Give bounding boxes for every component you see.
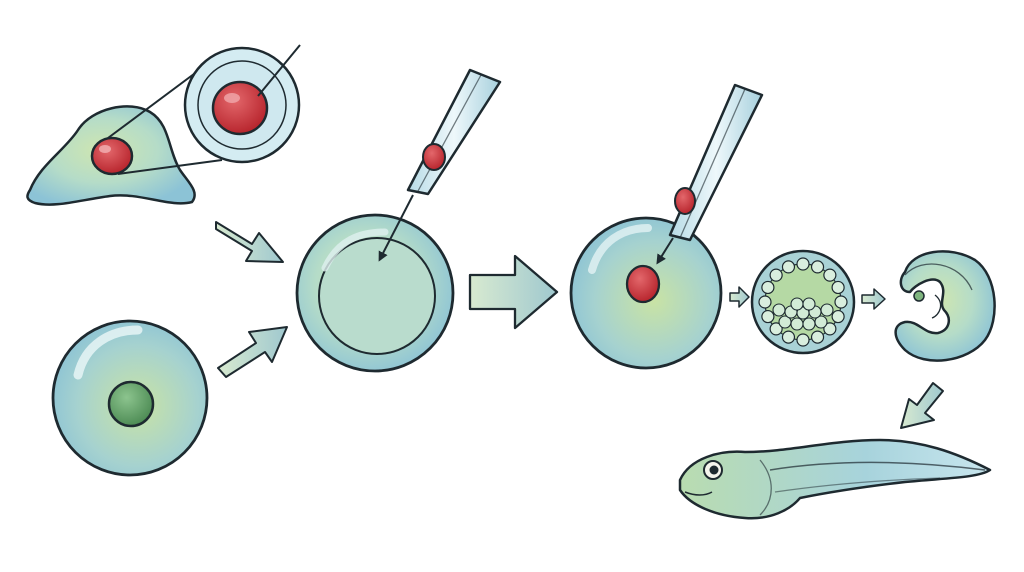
blastula-cells: [758, 257, 848, 347]
blastula-cell: [769, 322, 783, 336]
blastula-cell: [796, 333, 810, 347]
reconstructed-egg: [569, 216, 723, 370]
blastula-cell: [834, 295, 848, 309]
arrow-donor-to-egg: [215, 221, 284, 263]
pointer-line: [257, 44, 301, 97]
egg-nucleus: [107, 380, 155, 428]
tadpole: [678, 438, 992, 520]
egg-cell: [51, 319, 209, 477]
blastula-cell: [781, 260, 796, 274]
blastula-cell: [761, 309, 775, 324]
blastula-cell: [796, 257, 810, 271]
blastula-cell: [790, 317, 804, 331]
magnified-donor-nucleus: [211, 80, 269, 136]
enucleated-egg: [295, 213, 455, 373]
magnified-nucleus-view: [183, 44, 301, 164]
arrow-to-reconstructed-egg: [468, 254, 559, 330]
blastula-cell: [810, 260, 825, 274]
pipette-nucleus: [422, 143, 446, 171]
blastula-cell: [802, 297, 816, 311]
arrow-to-blastula: [729, 286, 750, 308]
arrow-egg-to-enucleated: [217, 326, 288, 378]
blastula-cell: [790, 297, 804, 311]
somatic-donor-cell: [26, 105, 196, 206]
embryo: [894, 250, 996, 362]
blastula-cell: [758, 295, 772, 309]
blastula-cell: [810, 330, 825, 344]
blastula-cell: [802, 317, 816, 331]
blastula-cell: [781, 330, 796, 344]
donor-nucleus: [90, 136, 134, 176]
blastula-cell: [772, 303, 786, 317]
blastula-cell: [820, 303, 834, 317]
arrow-to-embryo: [861, 288, 886, 310]
blastula-cell: [761, 280, 775, 295]
tadpole-mouth: [684, 491, 713, 496]
transplanted-nucleus: [625, 264, 661, 304]
blastula-cell: [814, 315, 828, 329]
blastula-cell: [823, 268, 837, 282]
pipette-nucleus-2: [674, 187, 696, 215]
embryo-eye: [913, 290, 925, 302]
blastula-cell: [769, 268, 783, 282]
injection-arrow-1: [378, 194, 414, 262]
blastula-cell: [823, 322, 837, 336]
blastula-cell: [831, 309, 845, 324]
micropipette-2: [656, 83, 764, 265]
injection-arrow-2: [656, 237, 674, 265]
arrow-to-tadpole: [900, 382, 944, 429]
blastula: [750, 249, 856, 355]
micropipette-1: [378, 68, 502, 262]
blastula-cell: [831, 280, 845, 295]
